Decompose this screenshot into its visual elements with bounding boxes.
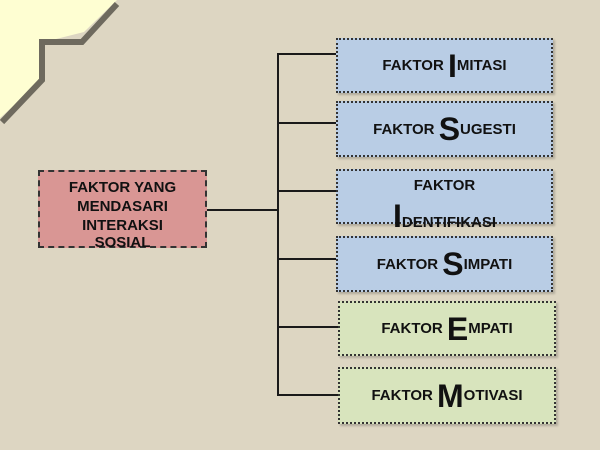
main-node: FAKTOR YANG MENDASARI INTERAKSI SOSIAL: [38, 170, 207, 251]
factor-identifikasi: FAKTOR IDENTIFIKASI: [336, 169, 553, 232]
connector-main: [207, 209, 279, 211]
connector-branch: [277, 122, 337, 124]
main-node-line: FAKTOR YANG: [68, 179, 177, 196]
connector-branch: [277, 326, 339, 328]
connector-trunk: [277, 53, 279, 396]
main-node-line: MENDASARI: [77, 198, 168, 215]
main-node-line: INTERAKSI: [82, 217, 163, 234]
connector-branch: [277, 190, 337, 192]
connector-branch: [277, 394, 339, 396]
connector-branch: [277, 258, 337, 260]
main-node-line: SOSIAL: [94, 234, 151, 251]
corner-decoration: [0, 0, 120, 125]
connector-branch: [277, 53, 337, 55]
